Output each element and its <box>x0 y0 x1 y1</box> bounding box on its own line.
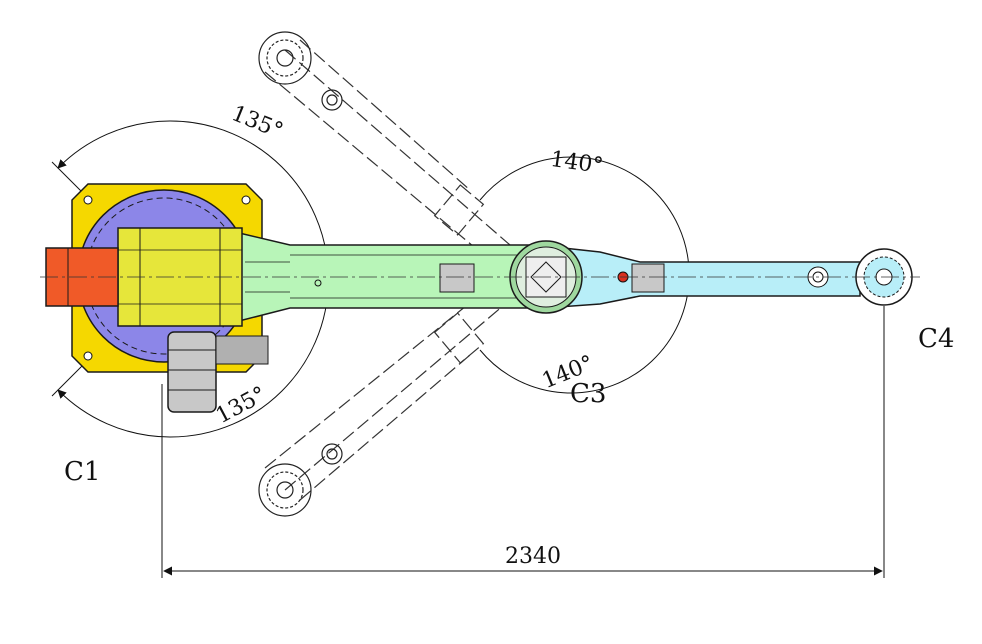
angle-c1-lower: 135° <box>212 382 271 429</box>
angle-c1-upper: 135° <box>228 101 287 144</box>
ghost-arm-upper <box>264 39 511 263</box>
angle-c3-upper: 140° <box>549 147 605 179</box>
arm-link-inner <box>234 231 541 323</box>
ghost-flange-lower <box>258 443 343 517</box>
reducer-housing <box>167 331 269 413</box>
ghost-flange-upper <box>258 31 343 111</box>
dimension-overall-length: 2340 <box>505 544 561 569</box>
dimension-line <box>161 306 885 578</box>
ghost-arm-lower <box>264 284 511 501</box>
label-c3: C3 <box>570 379 606 409</box>
label-c4: C4 <box>918 324 954 354</box>
label-c1: C1 <box>64 457 100 487</box>
